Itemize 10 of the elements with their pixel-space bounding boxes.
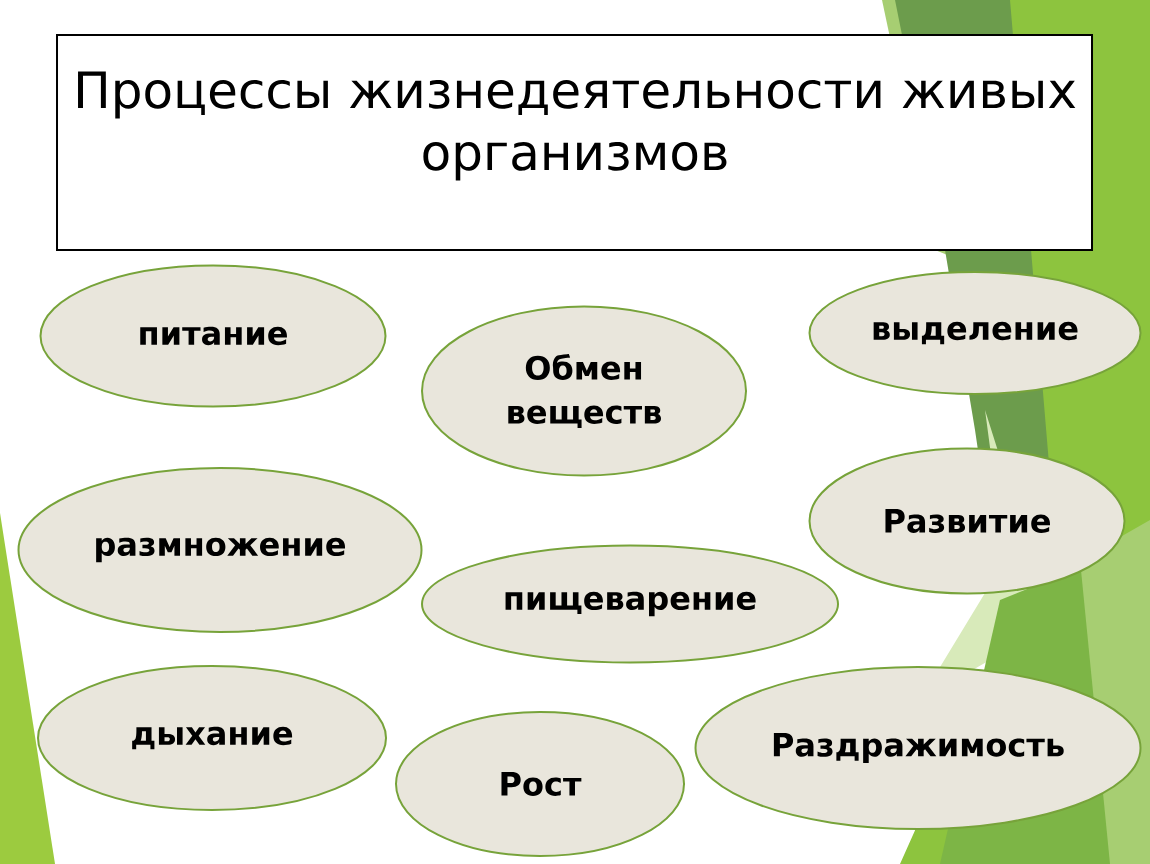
process-oval: Рост: [395, 711, 685, 857]
process-oval: питание: [39, 264, 387, 408]
process-oval: Раздражимость: [694, 666, 1142, 830]
process-oval: размножение: [17, 467, 423, 633]
process-oval: дыхание: [37, 665, 387, 811]
title-box: Процессы жизнедеятельности живых организмов: [56, 34, 1093, 251]
process-oval: Развитие: [808, 447, 1126, 595]
process-oval: пищеварение: [421, 544, 839, 664]
process-oval: выделение: [808, 271, 1142, 395]
process-oval: Обмен веществ: [421, 305, 747, 477]
